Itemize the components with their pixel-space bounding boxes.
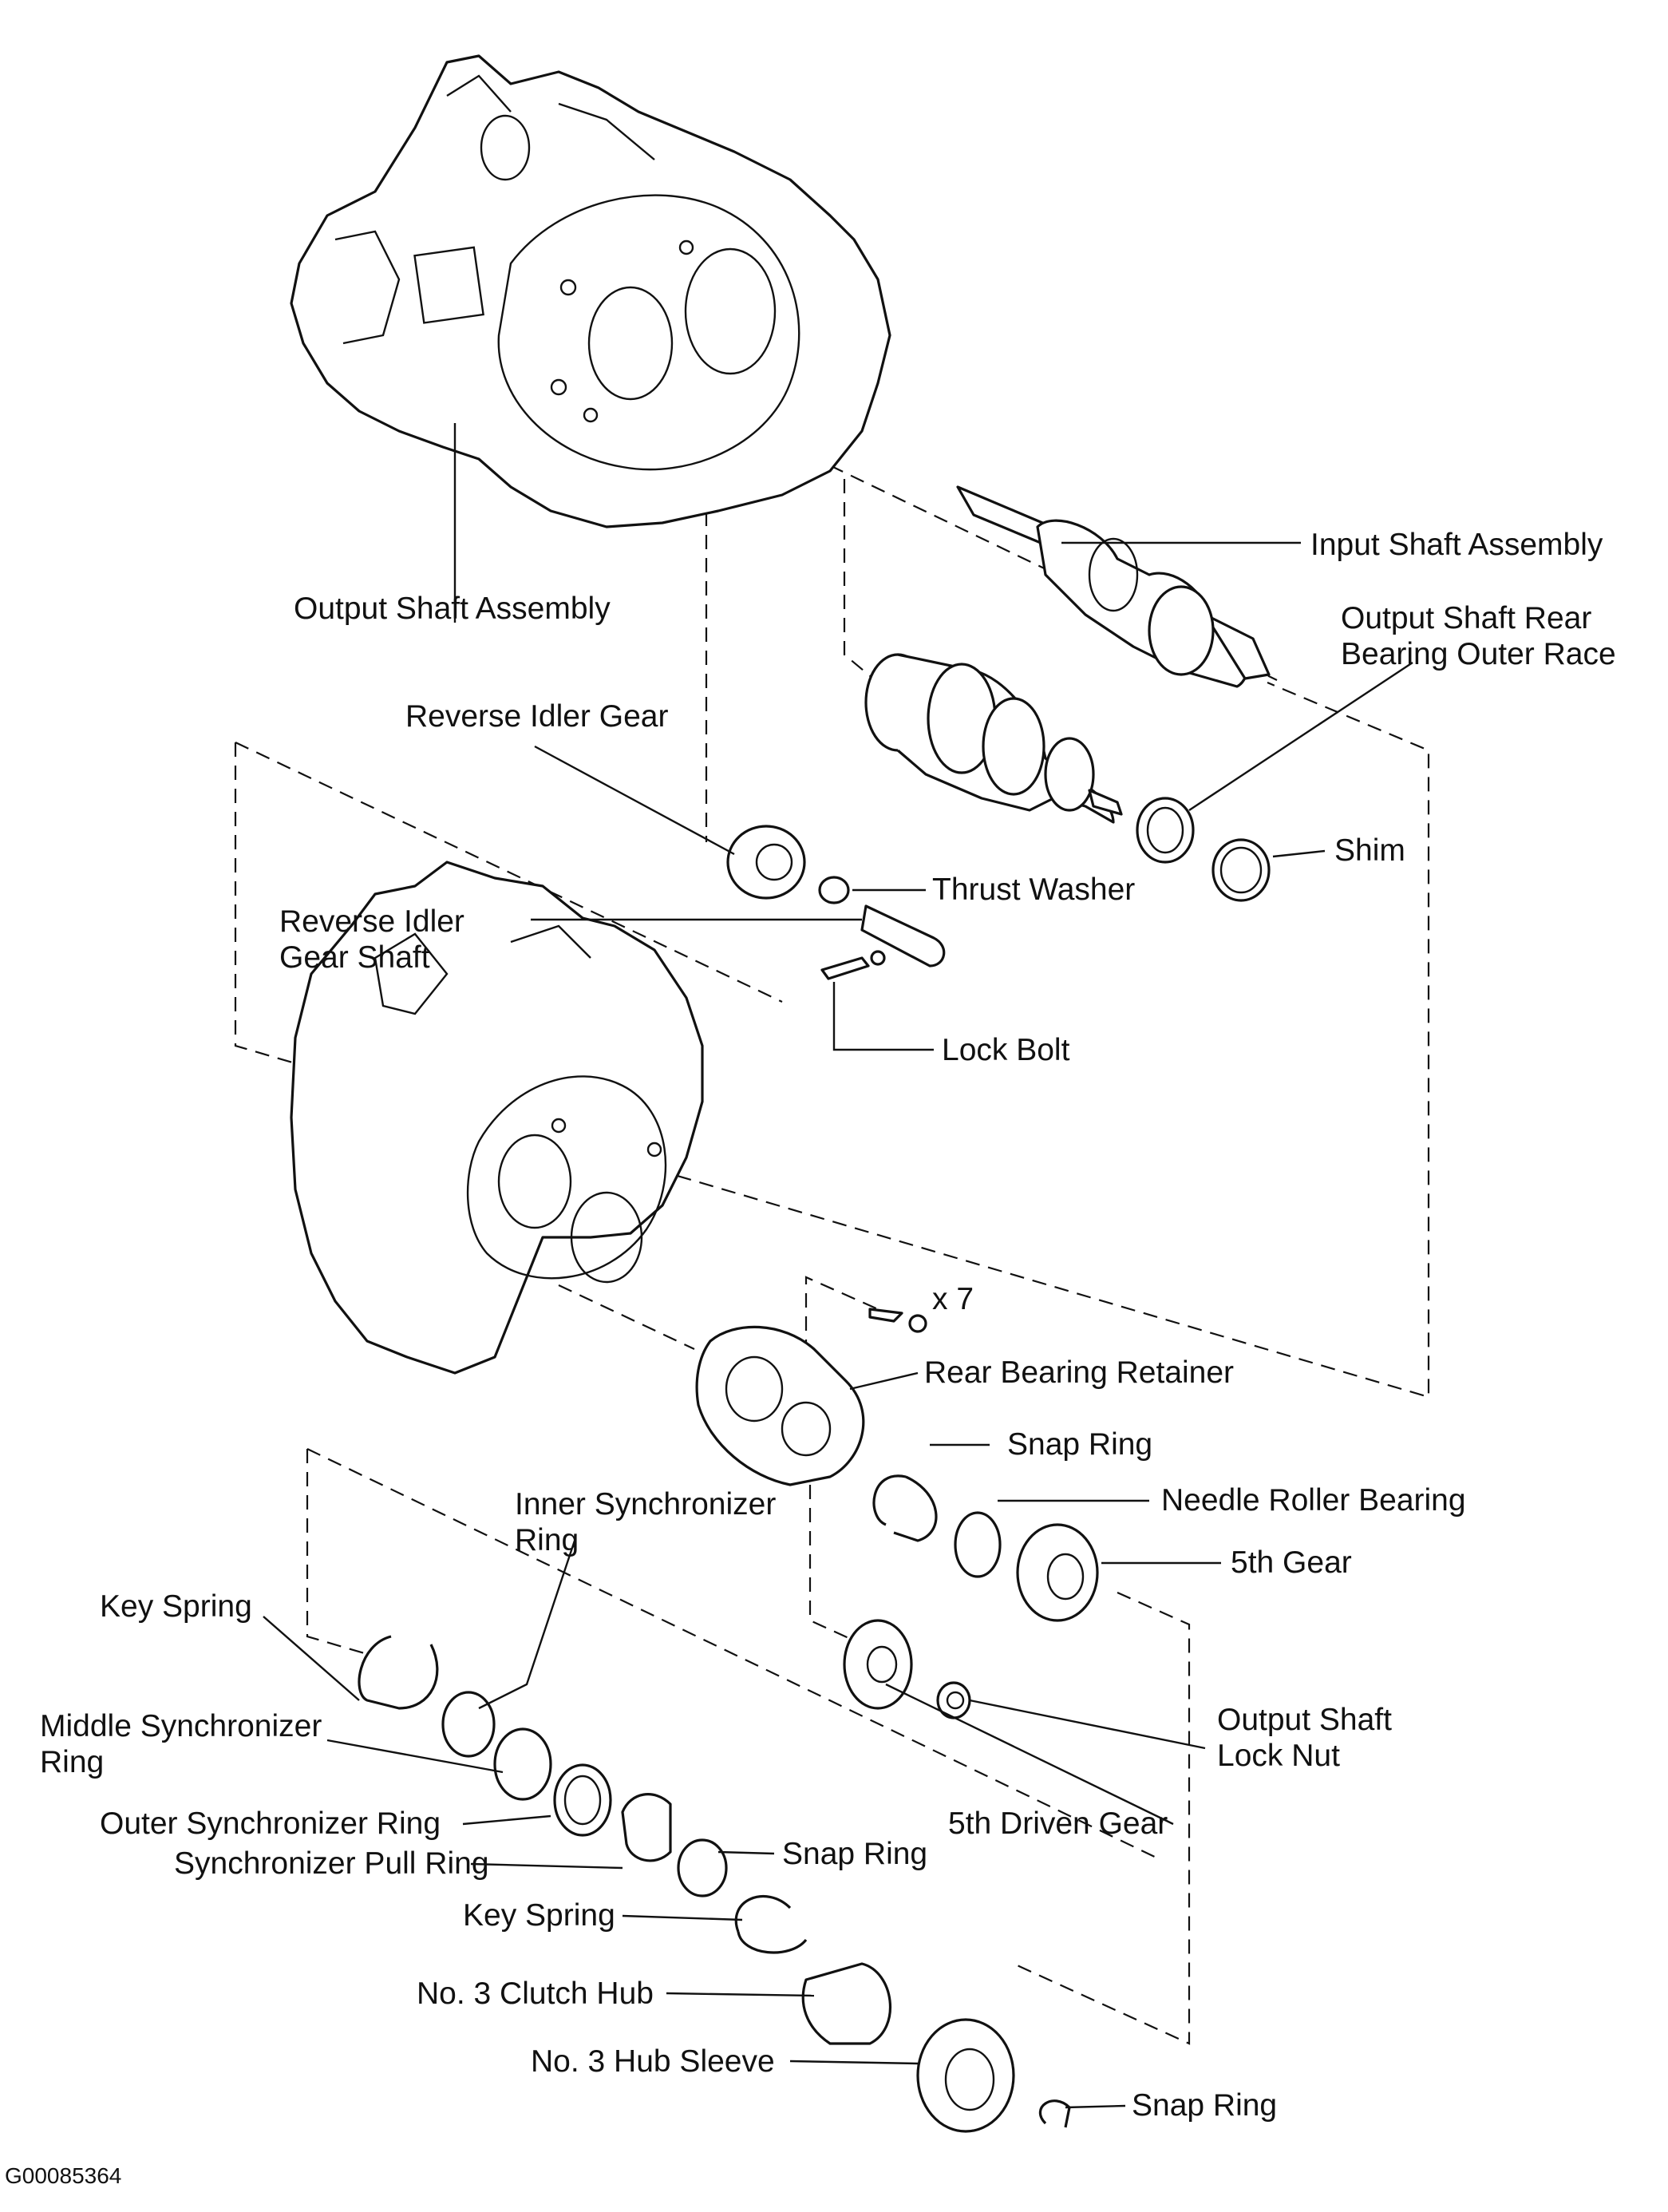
output-shaft-gear-cluster (864, 653, 1123, 824)
label-reverse-idler-shaft-line1: Reverse Idler (279, 904, 464, 939)
label-lock-bolt: Lock Bolt (942, 1033, 1070, 1067)
label-shim: Shim (1334, 833, 1405, 868)
synchronizer-stack (358, 1635, 1071, 2133)
label-output-shaft-lock-nut-line1: Output Shaft (1217, 1703, 1392, 1737)
label-snap-ring-middle: Snap Ring (782, 1837, 927, 1871)
lower-dashed-outline (306, 1449, 376, 1658)
label-snap-ring-lower: Snap Ring (1132, 2088, 1277, 2123)
label-rear-bearing-retainer: Rear Bearing Retainer (924, 1355, 1234, 1390)
label-middle-sync-ring-line2: Ring (40, 1745, 104, 1779)
right-dashed-outline (1013, 1591, 1191, 2045)
bearing-race-and-shim (1136, 797, 1271, 902)
label-fifth-driven-gear: 5th Driven Gear (948, 1806, 1168, 1841)
label-bolt-count: x 7 (932, 1282, 974, 1316)
rear-bearing-retainer-parts (695, 1308, 927, 1486)
reverse-idler-gear-parts (726, 825, 946, 980)
leader-lines (263, 423, 1413, 2109)
fifth-driven-gear-parts (843, 1619, 971, 1719)
label-snap-ring-upper: Snap Ring (1007, 1427, 1152, 1462)
upper-dashed-outline (234, 681, 1430, 1399)
label-key-spring-lower: Key Spring (463, 1898, 615, 1933)
transaxle-case-lower (290, 861, 704, 1375)
label-needle-roller-bearing: Needle Roller Bearing (1161, 1483, 1466, 1518)
label-bearing-outer-race-line2: Bearing Outer Race (1341, 637, 1616, 671)
label-middle-sync-ring-line1: Middle Synchronizer (40, 1709, 322, 1743)
label-thrust-washer: Thrust Washer (932, 873, 1135, 907)
label-inner-sync-ring-line2: Ring (515, 1523, 579, 1557)
label-outer-sync-ring: Outer Synchronizer Ring (100, 1806, 441, 1841)
label-no3-clutch-hub: No. 3 Clutch Hub (417, 1977, 654, 2011)
label-bearing-outer-race-line1: Output Shaft Rear (1341, 601, 1591, 635)
label-key-spring-upper: Key Spring (100, 1589, 252, 1624)
assembly-guide-lines (234, 334, 1430, 2045)
input-shaft (956, 485, 1271, 688)
figure-code: G00085364 (5, 2163, 121, 2188)
label-fifth-gear: 5th Gear (1231, 1545, 1352, 1580)
label-output-shaft-assembly: Output Shaft Assembly (294, 592, 611, 626)
transaxle-case-upper (290, 54, 891, 528)
part-labels: Input Shaft Assembly Output Shaft Assemb… (5, 528, 1616, 2188)
label-input-shaft-assembly: Input Shaft Assembly (1310, 528, 1603, 562)
label-inner-sync-ring-line1: Inner Synchronizer (515, 1487, 776, 1521)
label-reverse-idler-shaft-line2: Gear Shaft (279, 940, 430, 975)
label-output-shaft-lock-nut-line2: Lock Nut (1217, 1739, 1340, 1773)
label-sync-pull-ring: Synchronizer Pull Ring (174, 1846, 489, 1881)
label-reverse-idler-gear: Reverse Idler Gear (405, 699, 668, 734)
fifth-gear-parts (872, 1474, 1099, 1622)
label-no3-hub-sleeve: No. 3 Hub Sleeve (531, 2044, 775, 2079)
